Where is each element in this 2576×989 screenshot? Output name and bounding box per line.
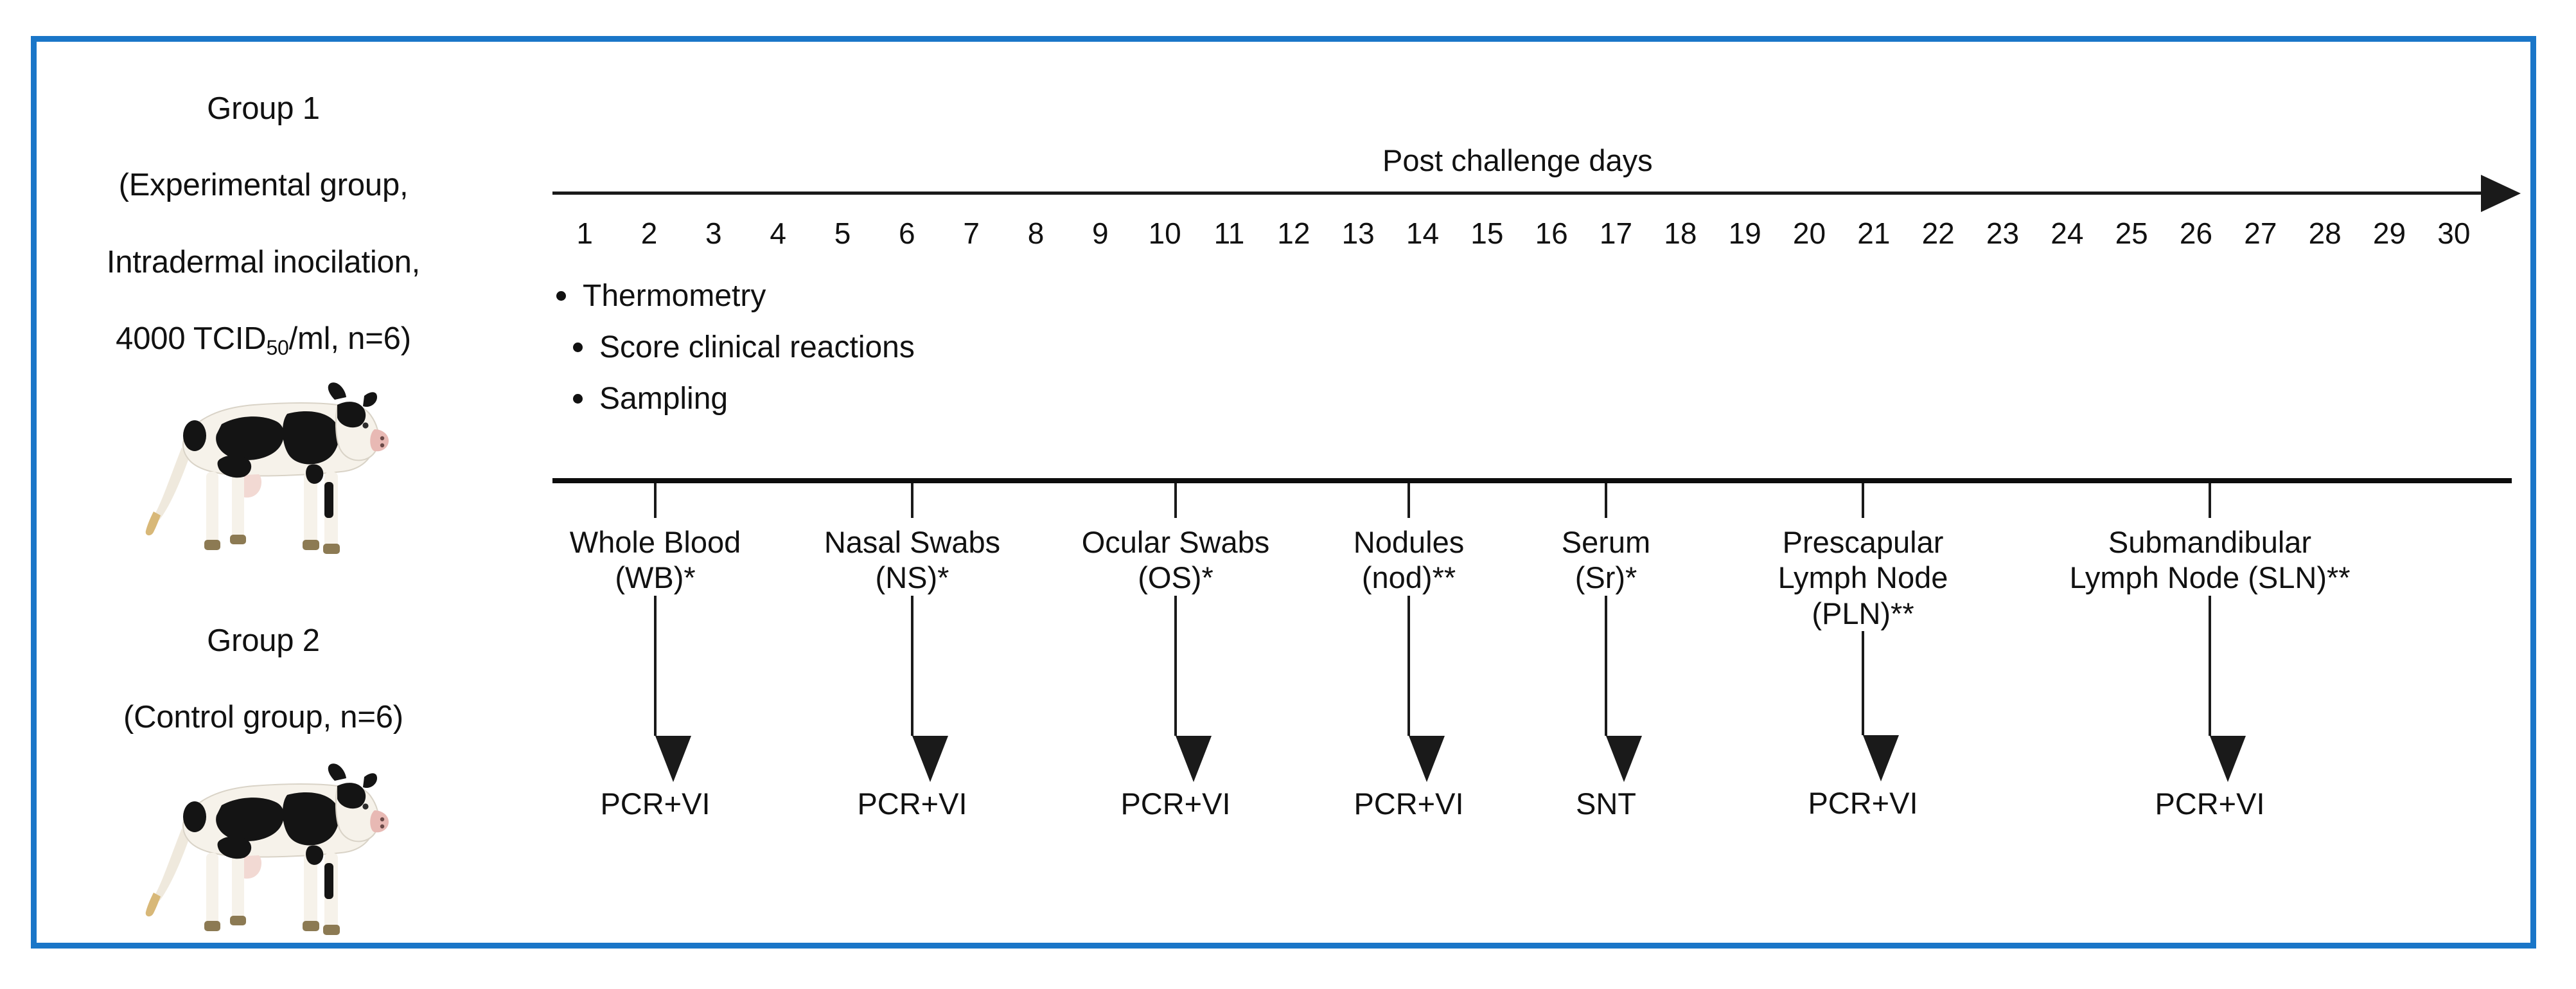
holstein-cow-icon (145, 763, 389, 936)
group-1-title-text: Group 1 (207, 91, 320, 126)
group-2-title: Group 2 (Control group, n=6) (39, 584, 488, 737)
group-1-title: Group 1 (Experimental group, Intradermal… (39, 51, 488, 359)
group-1-dose-sub: 50 (266, 336, 289, 360)
group-1-dose-pre: 4000 TCID (116, 321, 267, 357)
group-1-line3: Intradermal inocilation, (106, 244, 421, 280)
group-1-line2: (Experimental group, (118, 168, 409, 203)
group-2-line2: (Control group, n=6) (123, 700, 403, 735)
group-2-animal (39, 744, 488, 956)
group-1-block: Group 1 (Experimental group, Intradermal… (39, 51, 488, 575)
group-1-dose: 4000 TCID50/ml, n=6) (116, 321, 411, 360)
group-1-dose-post: /ml, n=6) (288, 321, 411, 357)
groups-column: Group 1 (Experimental group, Intradermal… (39, 51, 488, 956)
group-2-title-text: Group 2 (207, 623, 320, 658)
figure-border (31, 36, 2536, 949)
group-1-animal (39, 362, 488, 575)
holstein-cow-icon (145, 382, 389, 555)
group-2-block: Group 2 (Control group, n=6) (39, 584, 488, 956)
